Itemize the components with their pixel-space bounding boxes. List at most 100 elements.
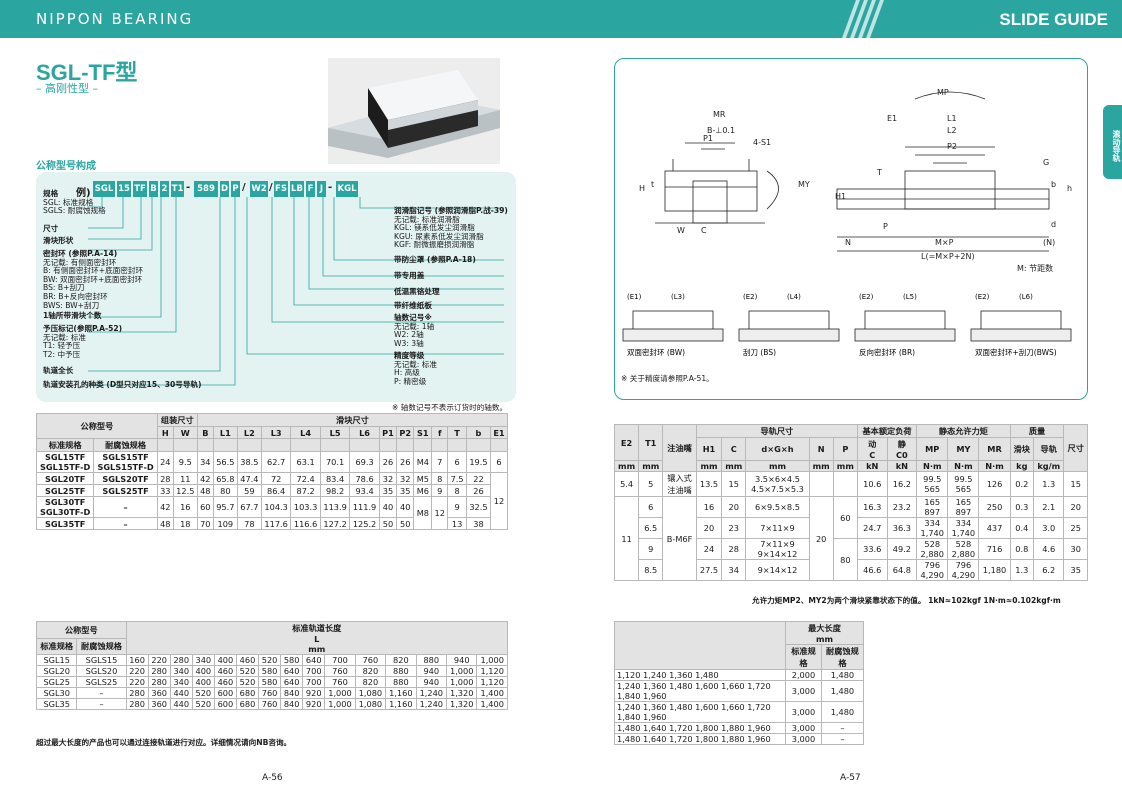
table-cell: 440 (169, 698, 193, 710)
table-cell: 1,240 1,360 1,480 1,600 1,660 1,720 1,84… (613, 680, 787, 702)
seal-rail (970, 328, 1072, 342)
page-number-left: A-56 (262, 773, 283, 783)
code-label-line: 密封环 (参照P.A-14) (43, 249, 118, 258)
table-cell: 280 (147, 676, 171, 688)
table-cell: 340 (169, 665, 193, 677)
table-cell: 8 (447, 484, 467, 497)
code-label-line: KGF: 耐微振磨损润滑脂 (394, 240, 475, 250)
table-cell: 7 (431, 451, 449, 473)
code-footnote: ※ 轴数记号不表示订货时的轴数。 (392, 403, 508, 412)
code-left-label: 轨道全长 (43, 366, 73, 376)
diagram-label-t: T (876, 168, 882, 177)
table-cell: 104.3 (260, 496, 292, 518)
table-cell: 700 (302, 665, 326, 677)
table-cell: 680 (235, 698, 260, 710)
seal-label: 反向密封环 (BR) (859, 347, 915, 357)
code-label-line: KGU: 尿素系低发尘润滑脂 (394, 231, 484, 241)
table-cell: 24 (156, 451, 174, 473)
table-header-cell (290, 438, 321, 452)
table-cell: – (76, 698, 127, 710)
table-cell: 13 (447, 517, 467, 530)
table-cell: 460 (213, 665, 237, 677)
table-header-cell: E2 (613, 424, 640, 461)
table-cell: 12 (489, 472, 509, 530)
table-cell: 7.5 (447, 472, 467, 485)
table-cell: 64.8 (886, 559, 918, 581)
seal-variant: (E2)(L4)刮刀 (BS) (738, 293, 840, 357)
code-label-line: 无记载: 标准 (43, 332, 86, 342)
table-cell: – (820, 733, 865, 745)
table-cell: 880 (415, 654, 448, 666)
table-cell: 1,120 (476, 676, 508, 688)
table-cell: 940 (415, 665, 448, 677)
table-header-cell (349, 438, 380, 452)
table-cell: 34 (196, 451, 214, 473)
table-cell: 6 (489, 451, 509, 473)
table-cell: 9 (447, 496, 467, 518)
table-cell: 1,000 (324, 698, 356, 710)
table-cell: 1,480 1,640 1,720 1,800 1,880 1,960 (613, 733, 787, 745)
table-header-cell: P1 (378, 426, 398, 439)
table-header-cell: T (447, 426, 467, 439)
code-label-line: 润滑脂记号 (参照润滑脂P.战-39) (394, 206, 508, 215)
table-cell: 640 (280, 665, 304, 677)
table-cell: 440 (169, 687, 193, 699)
code-separator: / (242, 182, 246, 193)
table-cell: 220 (125, 676, 149, 688)
table-header-cell: mm (808, 460, 834, 472)
code-example-prefix: 例) (76, 188, 91, 199)
table-cell: 56.5 (212, 451, 238, 473)
table-cell: – (93, 496, 158, 518)
table-cell: 127.2 (319, 517, 351, 530)
table-header-cell: MR (978, 437, 1011, 461)
table-cell: 35 (396, 484, 415, 497)
table-cell: 280 (125, 687, 149, 699)
table-header-cell: mm (721, 460, 747, 472)
table-header-cell: N·m (916, 460, 949, 472)
table-cell: 113.9 (319, 496, 351, 518)
table-header-cell: f (431, 426, 449, 439)
table-cell: SGL25 (35, 676, 78, 688)
table-cell: 18 (172, 517, 198, 530)
seal-dim-e: (E1) (627, 293, 642, 301)
table-cell: 520 (191, 687, 215, 699)
code-label-line: W2: 2轴 (394, 330, 424, 340)
table-cell: M5 (413, 472, 433, 485)
table-cell: 820 (354, 676, 387, 688)
table-cell: 60 (196, 496, 214, 518)
table-cell: 20 (808, 496, 834, 581)
page-subtitle: – 高刚性型 – (36, 82, 98, 95)
table-cell: 65.8 (212, 472, 238, 485)
table-header-cell: 标准规格 (785, 644, 822, 670)
table-header-cell (413, 438, 433, 452)
table-cell: 1,000 (446, 676, 478, 688)
code-label-line: 予压标记(参照P.A-52) (43, 324, 123, 333)
table-header-cell: H (156, 426, 174, 439)
code-label-line: T1: 轻予压 (43, 341, 81, 351)
side-tab[interactable]: 滚动导轨 (1103, 105, 1122, 179)
code-label-line: 1轴所带滑块个数 (43, 311, 102, 320)
table-cell: 520 (191, 698, 215, 710)
table-header-cell: d×G×h (745, 437, 810, 461)
table-header-cell: L5 (319, 426, 351, 439)
table-cell: 111.9 (349, 496, 380, 518)
table-cell: 880 (385, 676, 417, 688)
table-cell: SGL35TF (35, 517, 95, 530)
table-cell: SGL20 (35, 665, 78, 677)
code-label-line: SGL: 标准规格 (43, 197, 94, 207)
table-row: 标准规格耐腐蚀规格 (35, 438, 509, 452)
diagram-label-my: MY (798, 180, 810, 189)
